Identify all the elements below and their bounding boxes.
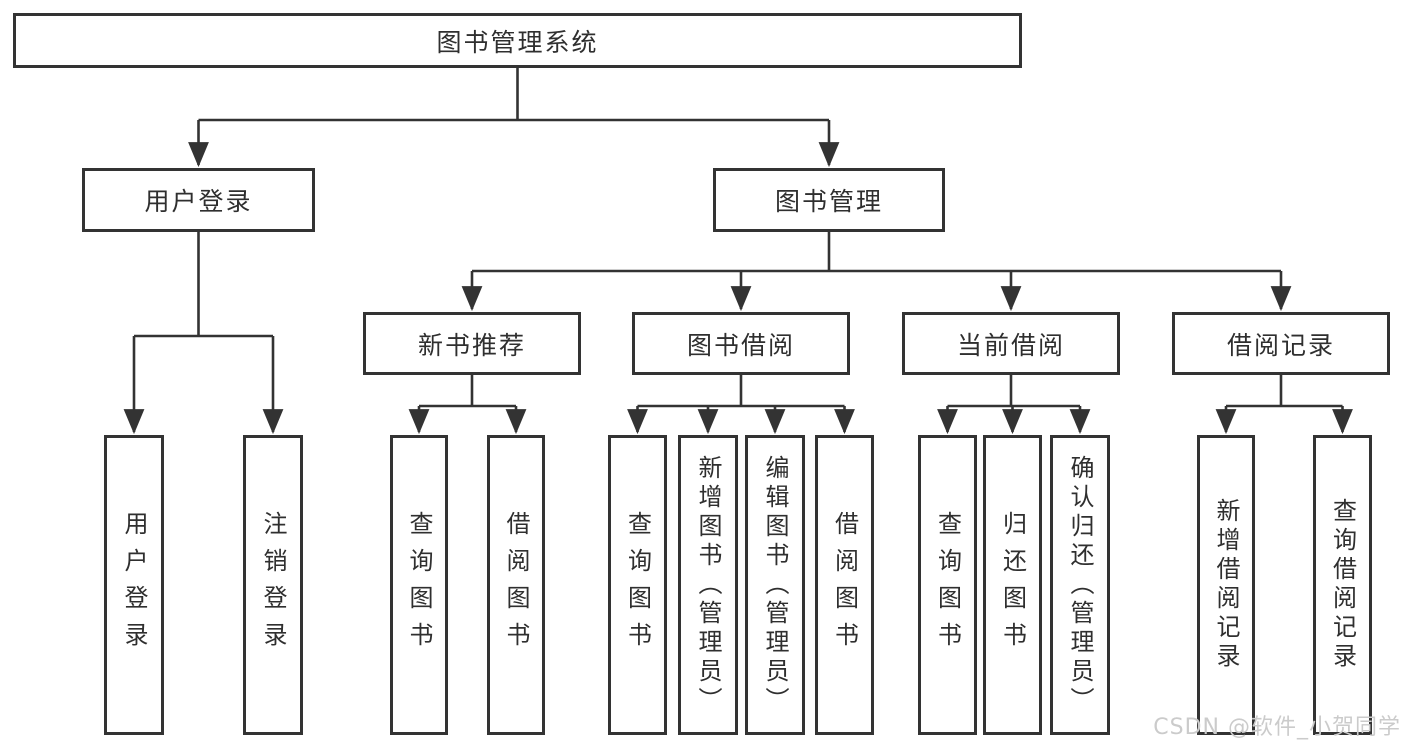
leaf-logout-label: 注销登录 [259, 511, 287, 659]
rail-book-management [472, 232, 1281, 273]
leaf-add-books-admin: 新增图书（管理员） [678, 435, 738, 735]
leaf-edit-books-admin-label: 编辑图书（管理员） [761, 454, 789, 716]
node-root-label: 图书管理系统 [436, 27, 599, 57]
leaf-query-books-current: 查询图书 [918, 435, 977, 735]
rail-root [198, 68, 829, 122]
leaf-user-login-label: 用户登录 [120, 511, 148, 659]
leaf-query-books-current-label: 查询图书 [933, 511, 962, 659]
node-new-book-recommend-label: 新书推荐 [417, 330, 526, 360]
node-book-borrow: 图书借阅 [632, 312, 850, 375]
leaf-edit-books-admin: 编辑图书（管理员） [745, 435, 805, 735]
leaf-user-login: 用户登录 [104, 435, 164, 735]
leaf-confirm-return-admin: 确认归还（管理员） [1050, 435, 1110, 735]
leaf-borrow-books-recommend-label: 借阅图书 [502, 511, 530, 659]
leaf-borrow-books: 借阅图书 [815, 435, 874, 735]
rail-borrow-records [1226, 375, 1343, 408]
csdn-watermark: CSDN @软件_小贺同学 [1153, 715, 1401, 740]
node-current-borrow-label: 当前借阅 [956, 330, 1065, 360]
rail-new-book [419, 375, 516, 408]
node-user-login-label: 用户登录 [144, 187, 253, 216]
node-borrow-records: 借阅记录 [1172, 312, 1390, 375]
rail-user-login [134, 232, 273, 338]
leaf-query-borrow-record: 查询借阅记录 [1313, 435, 1372, 735]
rail-book-borrow [637, 375, 845, 408]
leaf-query-books-borrow-label: 查询图书 [623, 511, 652, 659]
node-book-management-label: 图书管理 [774, 187, 883, 216]
leaf-return-books-label: 归还图书 [998, 511, 1027, 659]
leaf-logout: 注销登录 [243, 435, 303, 735]
leaf-borrow-books-label: 借阅图书 [830, 511, 859, 659]
leaf-add-borrow-record: 新增借阅记录 [1197, 435, 1255, 735]
rail-current-borrow [947, 375, 1080, 408]
leaf-query-books-recommend: 查询图书 [390, 435, 448, 735]
leaf-add-borrow-record-label: 新增借阅记录 [1212, 498, 1240, 672]
node-new-book-recommend: 新书推荐 [363, 312, 581, 375]
node-root: 图书管理系统 [13, 13, 1022, 68]
node-user-login: 用户登录 [82, 168, 315, 232]
leaf-add-books-admin-label: 新增图书（管理员） [694, 454, 722, 716]
node-book-management: 图书管理 [713, 168, 945, 232]
leaf-query-books-borrow: 查询图书 [608, 435, 667, 735]
node-book-borrow-label: 图书借阅 [686, 330, 795, 360]
leaf-borrow-books-recommend: 借阅图书 [487, 435, 545, 735]
node-current-borrow: 当前借阅 [902, 312, 1120, 375]
leaf-query-borrow-record-label: 查询借阅记录 [1328, 498, 1357, 672]
node-borrow-records-label: 借阅记录 [1226, 330, 1335, 360]
leaf-return-books: 归还图书 [983, 435, 1042, 735]
leaf-confirm-return-admin-label: 确认归还（管理员） [1066, 454, 1094, 716]
leaf-query-books-recommend-label: 查询图书 [405, 511, 433, 659]
